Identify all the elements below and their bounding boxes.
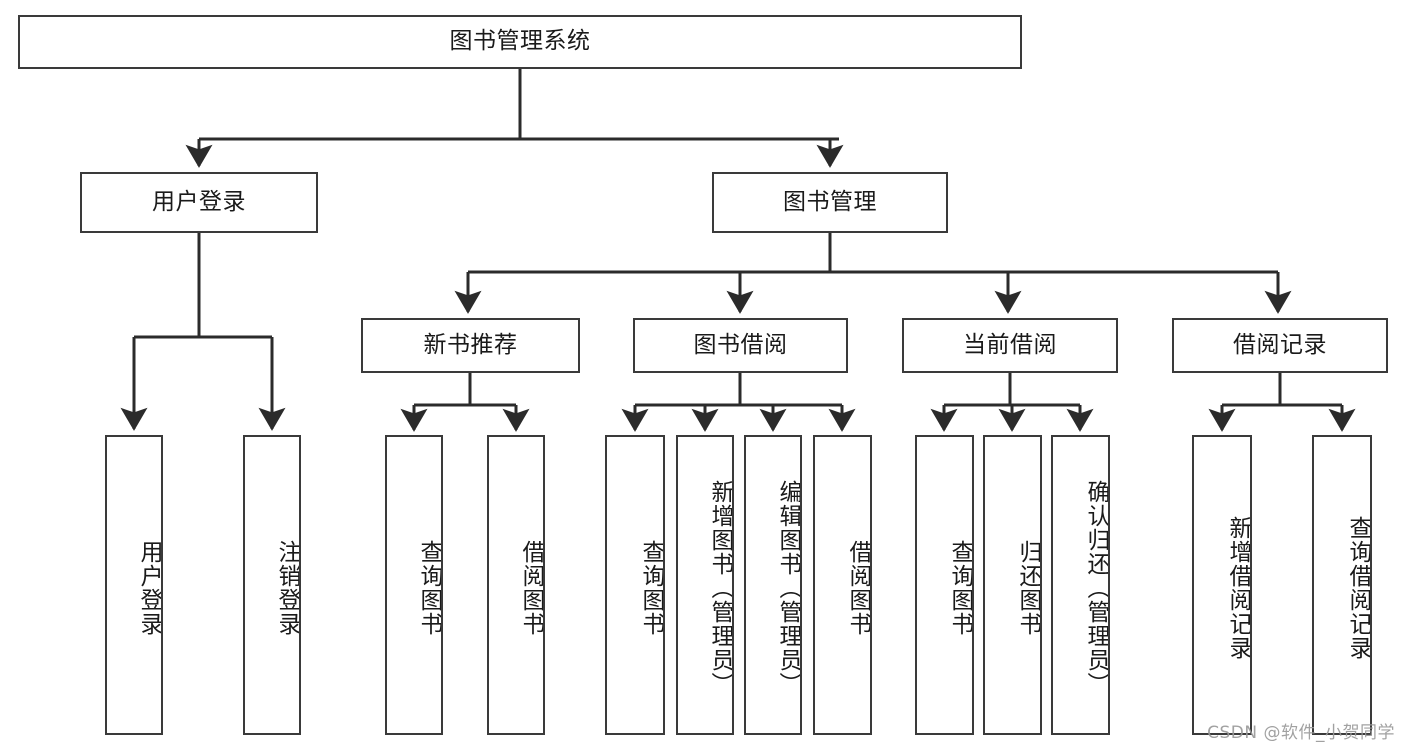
node-leaf-user-login-label: 用户登录 [136,540,162,636]
node-leaf-query-book-current-label: 查询图书 [947,540,973,636]
node-leaf-add-book-label: 新增图书（管理员） [707,480,733,696]
csdn-watermark: CSDN @软件_小贺同学 [1207,723,1395,743]
node-user-login-label: 用户登录 [152,188,246,215]
node-book-manage[interactable]: 图书管理 [712,172,948,233]
node-new-book-recommend-label: 新书推荐 [423,331,518,358]
node-book-borrow-label: 图书借阅 [693,331,788,358]
node-leaf-query-book-recommend[interactable]: 查询图书 [385,435,443,735]
node-leaf-borrow-book-recommend[interactable]: 借阅图书 [487,435,545,735]
node-root[interactable]: 图书管理系统 [18,15,1022,69]
node-current-borrow-label: 当前借阅 [963,331,1057,358]
node-leaf-return-book-label: 归还图书 [1015,540,1041,636]
node-leaf-confirm-return-label: 确认归还（管理员） [1083,480,1109,696]
node-root-label: 图书管理系统 [449,28,591,55]
node-leaf-add-borrow-record-label: 新增借阅记录 [1225,516,1251,660]
node-leaf-add-borrow-record[interactable]: 新增借阅记录 [1192,435,1252,735]
node-borrow-record-label: 借阅记录 [1233,331,1327,358]
node-leaf-query-borrow-record[interactable]: 查询借阅记录 [1312,435,1372,735]
node-leaf-user-login[interactable]: 用户登录 [105,435,163,735]
node-leaf-edit-book-label: 编辑图书（管理员） [775,480,801,696]
node-book-borrow[interactable]: 图书借阅 [633,318,848,373]
node-leaf-borrow-book-label: 借阅图书 [845,540,871,636]
node-leaf-query-book-current[interactable]: 查询图书 [915,435,974,735]
node-book-manage-label: 图书管理 [783,188,877,215]
node-leaf-return-book[interactable]: 归还图书 [983,435,1042,735]
node-leaf-confirm-return[interactable]: 确认归还（管理员） [1051,435,1110,735]
node-leaf-add-book[interactable]: 新增图书（管理员） [676,435,734,735]
node-borrow-record[interactable]: 借阅记录 [1172,318,1388,373]
node-leaf-borrow-book-recommend-label: 借阅图书 [518,540,544,636]
node-leaf-borrow-book[interactable]: 借阅图书 [813,435,872,735]
node-leaf-edit-book[interactable]: 编辑图书（管理员） [744,435,802,735]
node-leaf-query-book-borrow-label: 查询图书 [638,540,664,636]
node-user-login[interactable]: 用户登录 [80,172,318,233]
node-leaf-query-book-recommend-label: 查询图书 [416,540,442,636]
node-leaf-query-book-borrow[interactable]: 查询图书 [605,435,665,735]
node-leaf-query-borrow-record-label: 查询借阅记录 [1345,516,1371,660]
node-new-book-recommend[interactable]: 新书推荐 [361,318,580,373]
node-leaf-user-logout[interactable]: 注销登录 [243,435,301,735]
node-leaf-user-logout-label: 注销登录 [274,540,300,636]
node-current-borrow[interactable]: 当前借阅 [902,318,1118,373]
